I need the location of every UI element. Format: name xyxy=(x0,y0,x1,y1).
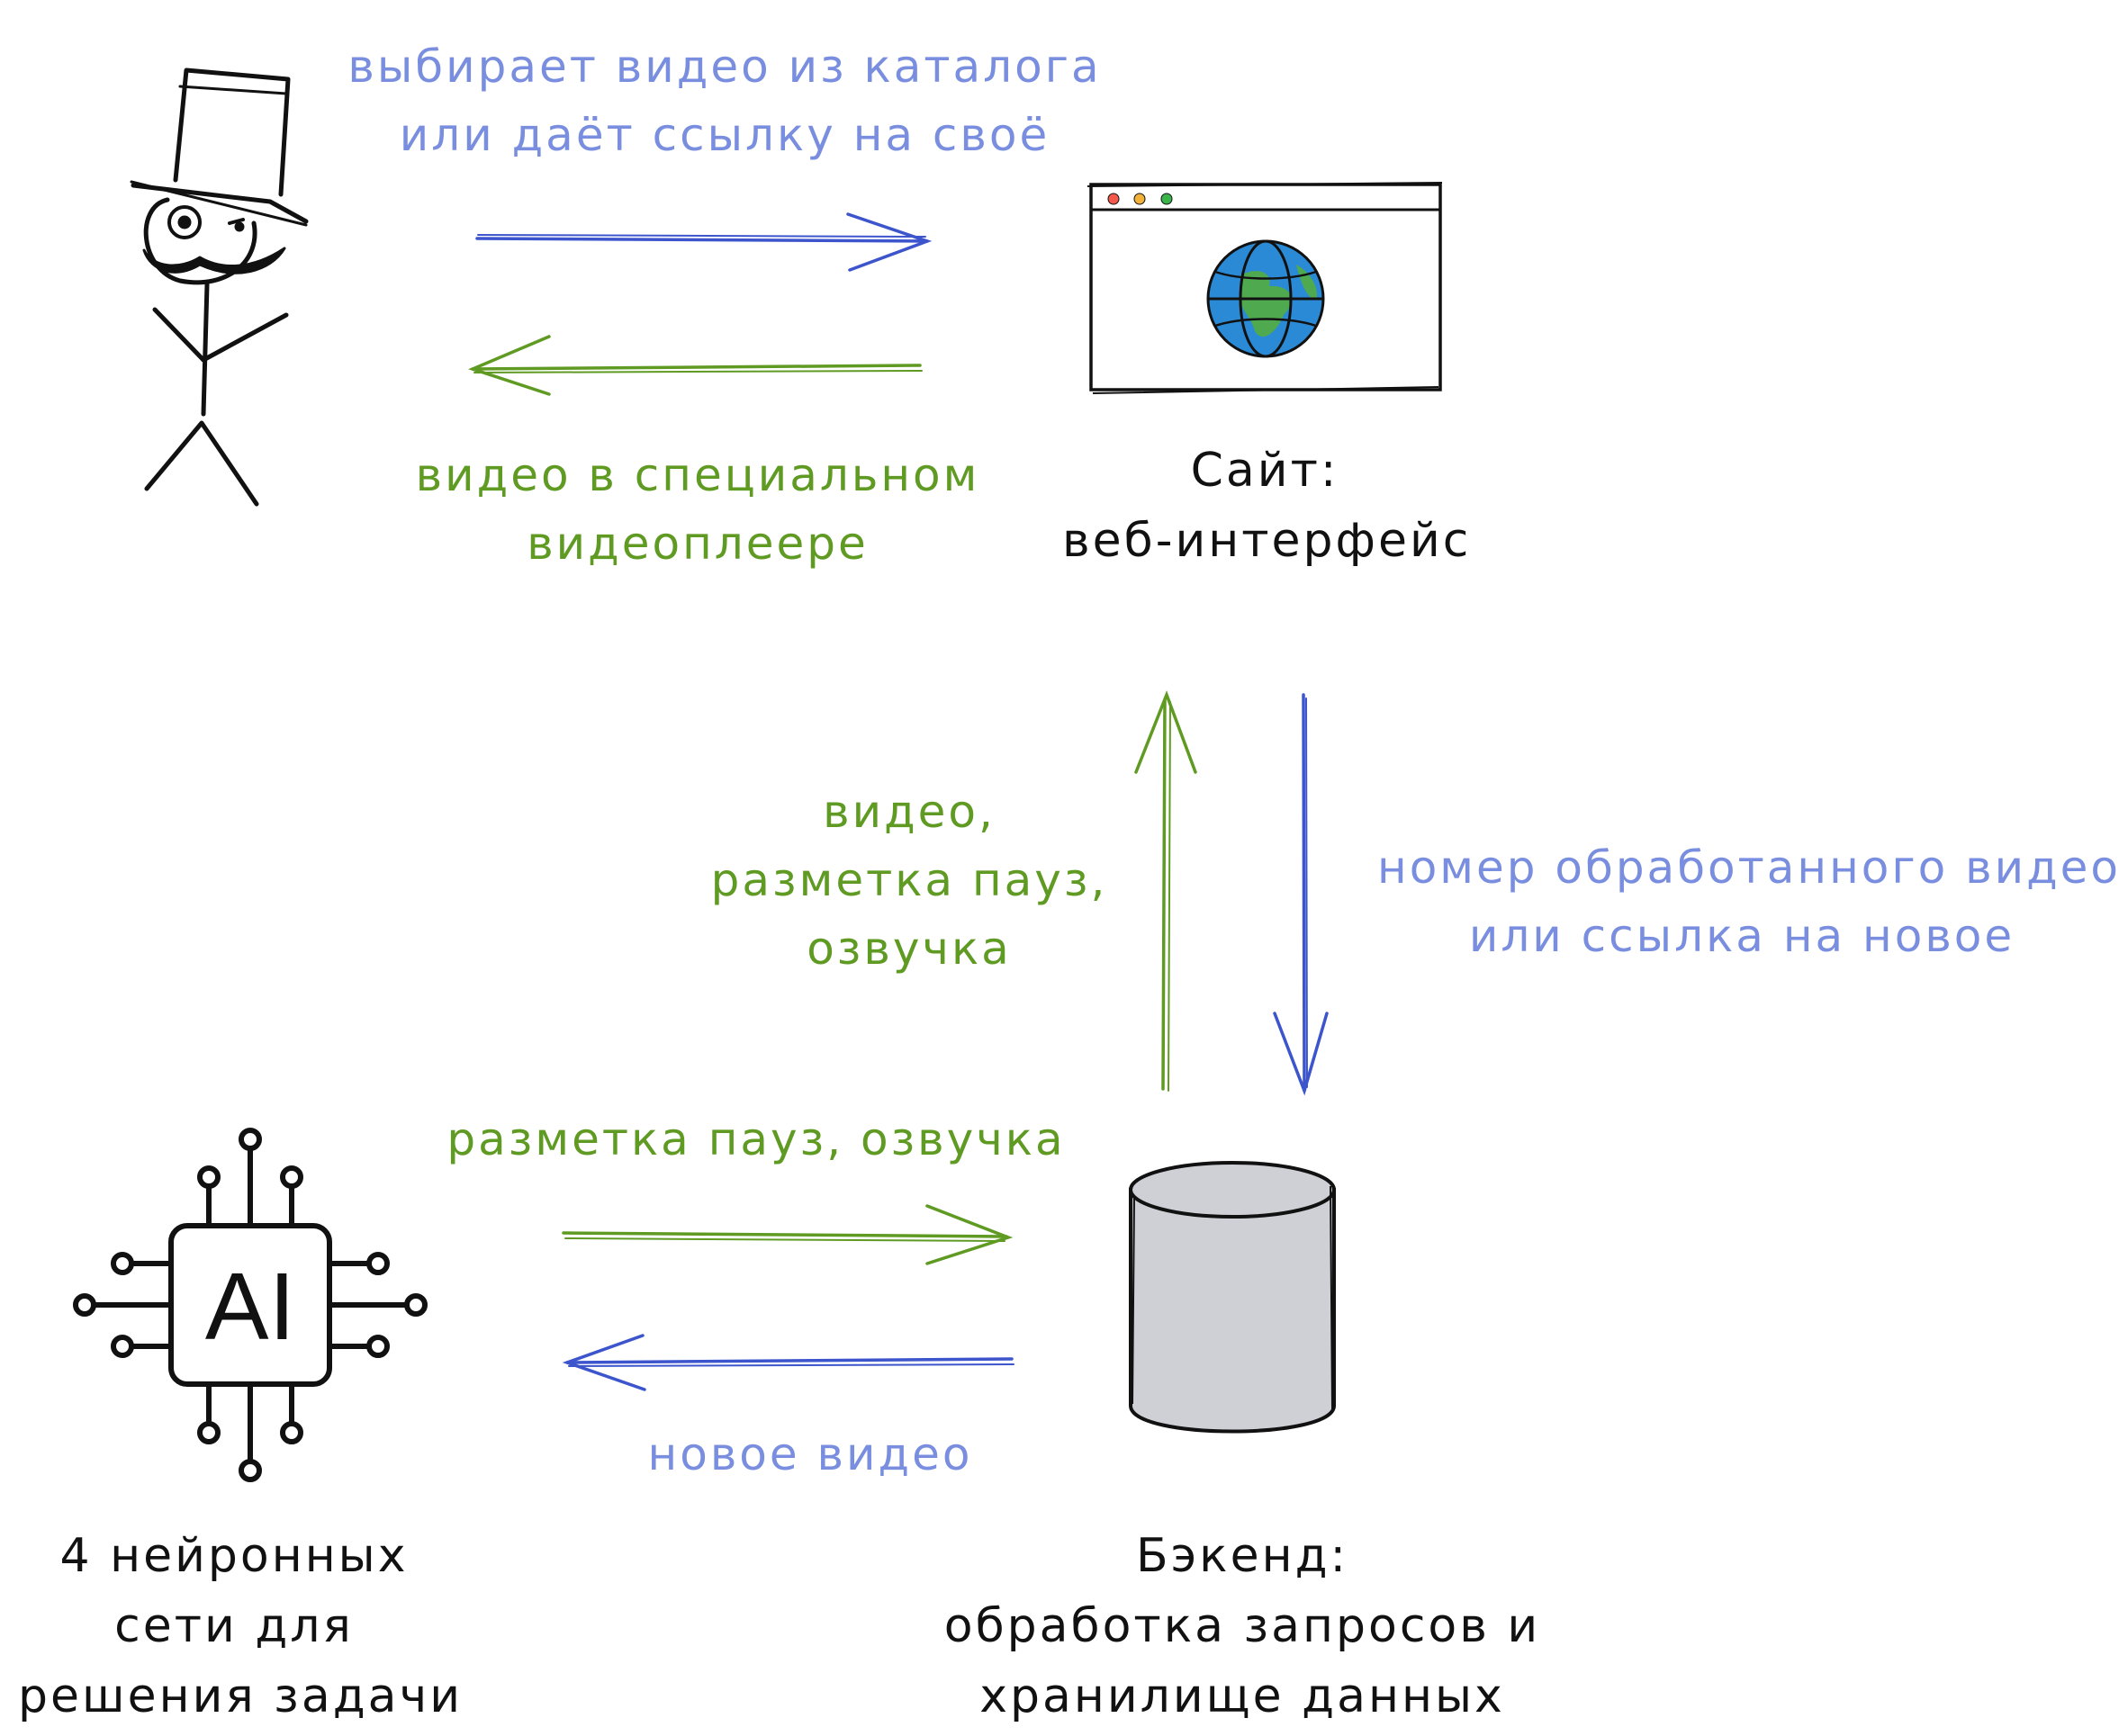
arrow-site-to-backend xyxy=(1273,693,1329,1096)
label-line: видео в специальном xyxy=(415,449,980,501)
site-browser-window-icon xyxy=(1087,182,1443,394)
label-line: озвучка xyxy=(807,922,1012,975)
label-line: разметка пауз, xyxy=(710,854,1108,906)
label-line: сети для xyxy=(114,1599,354,1653)
label-user-to-site: выбирает видео из каталога или даёт ссыл… xyxy=(333,32,1116,169)
label-line: веб-интерфейс xyxy=(1062,514,1472,568)
label-line: выбирает видео из каталога xyxy=(347,40,1102,93)
globe-icon xyxy=(1206,239,1325,358)
label-line: или ссылка на новое xyxy=(1468,910,2015,962)
arrow-backend-to-ai xyxy=(562,1334,1014,1391)
label-line: разметка пауз, озвучка xyxy=(446,1113,1066,1165)
ai-chip-text: AI xyxy=(205,1254,295,1360)
label-backend-to-site: видео, разметка пауз, озвучка xyxy=(702,778,1116,983)
label-backend-to-ai: новое видео xyxy=(630,1420,990,1489)
label-line: видео, xyxy=(823,786,996,838)
label-line: или даёт ссылку на своё xyxy=(399,109,1050,161)
label-site-to-user: видео в специальном видеоплеере xyxy=(414,441,981,578)
arrow-backend-to-site xyxy=(1134,690,1197,1092)
arrow-site-to-user xyxy=(468,335,923,396)
label-ai-to-backend: разметка пауз, озвучка xyxy=(441,1105,1071,1174)
backend-label: Бэкенд: обработка запросов и хранилище д… xyxy=(927,1521,1557,1732)
label-line: номер обработанного видео xyxy=(1377,841,2122,894)
label-line: 4 нейронных xyxy=(59,1529,409,1583)
site-label: Сайт: веб-интерфейс xyxy=(1062,436,1472,576)
label-line: хранилище данных xyxy=(979,1669,1505,1723)
ai-label: 4 нейронных сети для решения задачи xyxy=(18,1521,464,1732)
backend-database-icon xyxy=(1129,1161,1336,1434)
arrow-user-to-site xyxy=(475,212,933,272)
arrow-ai-to-backend xyxy=(562,1204,1014,1265)
label-line: новое видео xyxy=(647,1428,973,1480)
label-site-to-backend: номер обработанного видео или ссылка на … xyxy=(1377,833,2122,970)
label-line: видеоплеере xyxy=(527,517,869,570)
ai-chip-icon xyxy=(73,1128,428,1482)
label-line: Сайт: xyxy=(1190,444,1339,498)
label-line: Бэкенд: xyxy=(1135,1529,1349,1583)
label-line: решения задачи xyxy=(18,1669,464,1723)
user-stick-figure-icon xyxy=(130,67,309,507)
label-line: обработка запросов и xyxy=(943,1599,1541,1653)
